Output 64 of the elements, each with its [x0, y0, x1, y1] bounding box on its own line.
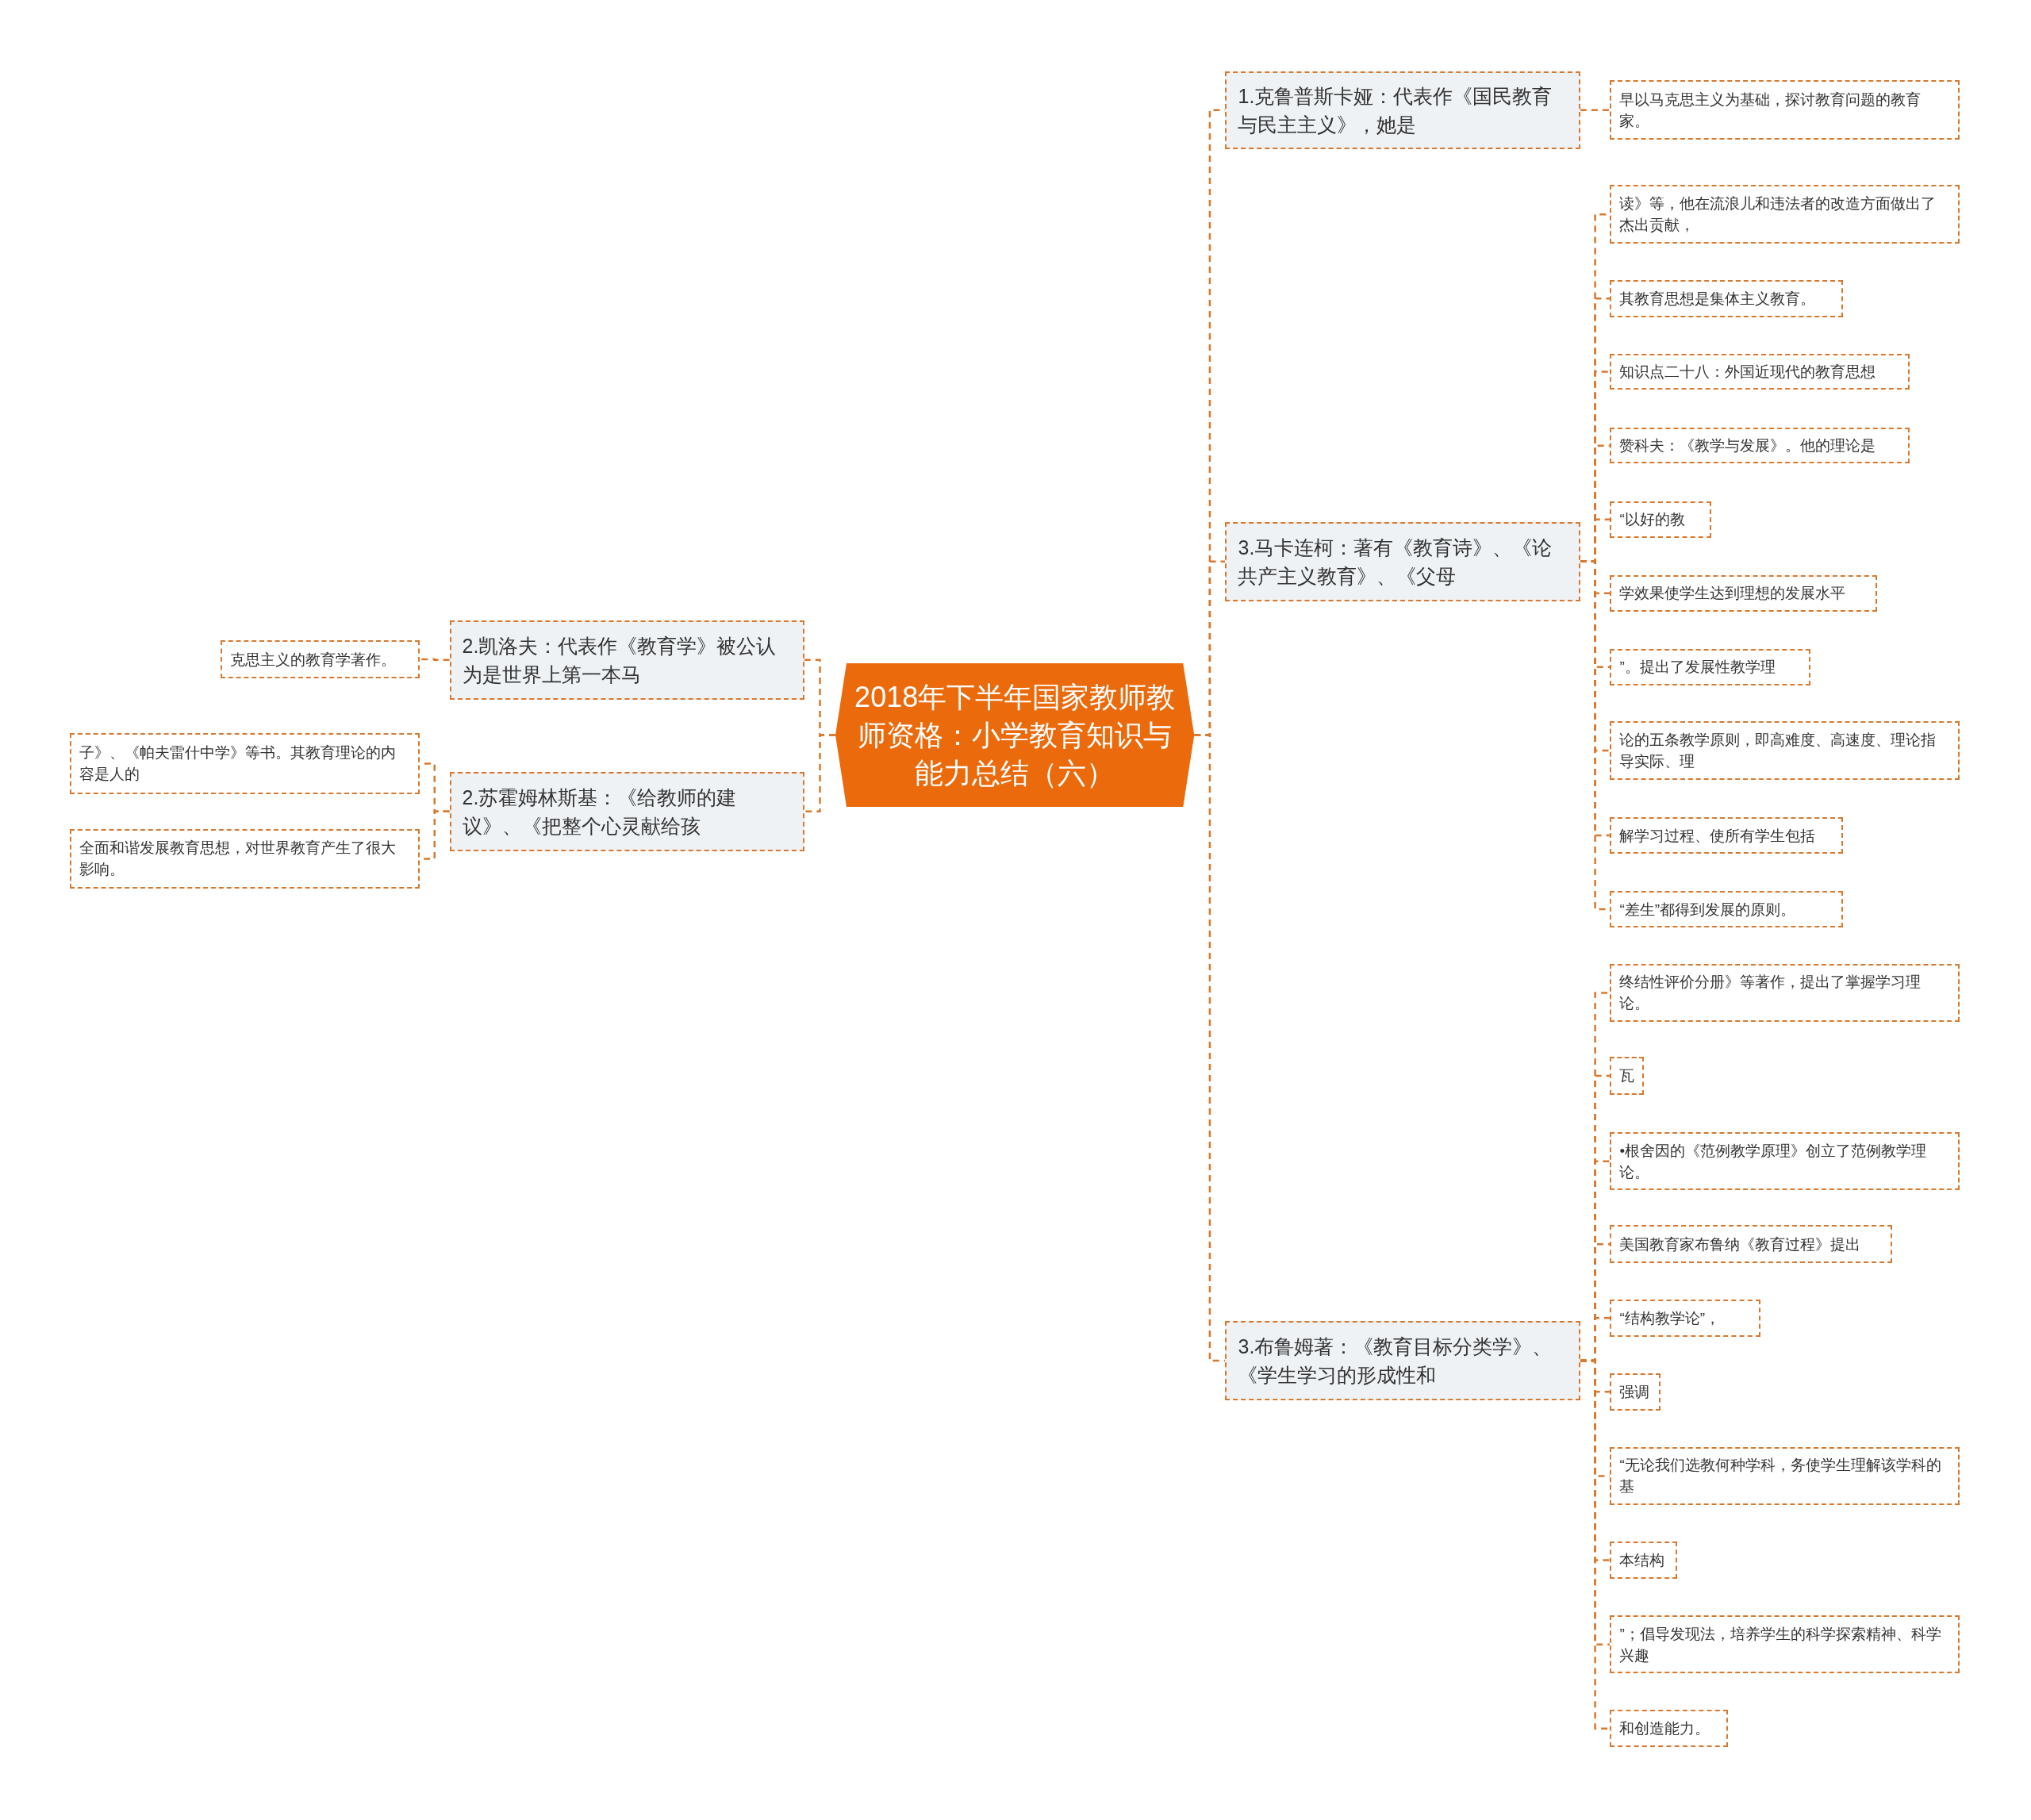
connector-line — [804, 734, 836, 813]
connector-line — [1580, 109, 1611, 112]
subtopic-text: •根舍因的《范例教学原理》创立了范例教学理论。 — [1619, 1141, 1928, 1182]
subtopic-text: 早以马克思主义为基础，探讨教育问题的教育家。 — [1619, 90, 1922, 131]
subtopic-text: 读》等，他在流浪儿和违法者的改造方面做出了杰出贡献， — [1619, 194, 1937, 236]
subtopic-box — [1610, 1299, 1760, 1337]
subtopic-box — [1610, 185, 1960, 244]
subtopic-box — [70, 733, 420, 794]
subtopic-box — [1610, 353, 1910, 390]
subtopic-box — [1610, 1225, 1893, 1263]
subtopic-box — [1610, 574, 1877, 612]
subtopic-box — [1610, 963, 1960, 1023]
topic-box — [449, 620, 804, 700]
subtopic-box — [1610, 1057, 1644, 1095]
subtopic-text: 强调 — [1619, 1382, 1651, 1402]
topic-text: 1.克鲁普斯卡娅：代表作《国民教育与民主主义》，她是 — [1238, 83, 1553, 137]
subtopic-box — [70, 828, 420, 889]
subtopic-box — [1610, 1446, 1960, 1506]
subtopic-text: “结构教学论”， — [1619, 1308, 1722, 1328]
topic-box — [1225, 521, 1580, 601]
subtopic-text: ”；倡导发现法，培养学生的科学探索精神、科学兴趣 — [1619, 1624, 1942, 1665]
subtopic-box — [1610, 817, 1844, 854]
topic-text: 2.凯洛夫：代表作《教育学》被公认为是世界上第一本马 — [462, 633, 777, 687]
subtopic-box — [1610, 1615, 1960, 1674]
subtopic-box — [1610, 427, 1910, 464]
topic-text: 3.马卡连柯：著有《教育诗》、《论共产主义教育》、《父母 — [1238, 535, 1553, 589]
subtopic-box — [1610, 1131, 1960, 1191]
subtopic-text: 终结性评价分册》等著作，提出了掌握学习理论。 — [1619, 973, 1922, 1014]
topic-box — [1225, 1321, 1580, 1400]
subtopic-text: “差生”都得到发展的原则。 — [1619, 900, 1797, 920]
subtopic-text: 子》、《帕夫雷什中学》等书。其教育理论的内容是人的 — [79, 743, 397, 785]
subtopic-box — [1610, 279, 1844, 317]
subtopic-text: 其教育思想是集体主义教育。 — [1619, 289, 1817, 309]
connector-line — [1194, 734, 1226, 1362]
subtopic-box — [1610, 891, 1844, 927]
topic-box — [449, 772, 804, 851]
subtopic-text: 克思主义的教育学著作。 — [229, 650, 397, 670]
connector-line — [420, 658, 450, 662]
central-topic-text: 2018年下半年国家教师教师资格：小学教育知识与能力总结（六） — [854, 679, 1176, 791]
subtopic-text: 学效果使学生达到理想的发展水平 — [1619, 584, 1847, 604]
subtopic-box — [1610, 1710, 1728, 1748]
subtopic-text: 和创造能力。 — [1619, 1719, 1711, 1739]
topic-box — [1225, 71, 1580, 149]
subtopic-text: 美国教育家布鲁纳《教育过程》提出 — [1619, 1234, 1862, 1254]
subtopic-text: “以好的教 — [1619, 510, 1686, 530]
subtopic-box — [220, 639, 420, 679]
topic-text: 2.苏霍姆林斯基：《给教师的建议》、《把整个心灵献给孩 — [462, 785, 738, 839]
topic-text: 3.布鲁姆著：《教育目标分类学》、《学生学习的形成性和 — [1238, 1334, 1553, 1388]
subtopic-box — [1610, 501, 1711, 538]
subtopic-text: 赞科夫：《教学与发展》。他的理论是 — [1619, 436, 1877, 456]
subtopic-text: 解学习过程、使所有学生包括 — [1619, 826, 1817, 846]
subtopic-box — [1610, 1373, 1661, 1411]
subtopic-text: “无论我们选教何种学科，务使学生理解该学科的基 — [1619, 1456, 1942, 1497]
subtopic-box — [1610, 721, 1960, 780]
subtopic-text: 论的五条教学原则，即高难度、高速度、理论指导实际、理 — [1619, 731, 1937, 772]
subtopic-box — [1610, 1541, 1678, 1580]
subtopic-box — [1610, 80, 1960, 140]
subtopic-box — [1610, 648, 1811, 685]
subtopic-text: 本结构 — [1619, 1551, 1666, 1570]
subtopic-text: ”。提出了发展性教学理 — [1619, 658, 1776, 678]
subtopic-text: 知识点二十八：外国近现代的教育思想 — [1619, 363, 1877, 382]
subtopic-text: 瓦 — [1619, 1066, 1634, 1086]
subtopic-text: 全面和谐发展教育思想，对世界教育产生了很大影响。 — [79, 839, 397, 880]
central-topic — [835, 662, 1195, 808]
